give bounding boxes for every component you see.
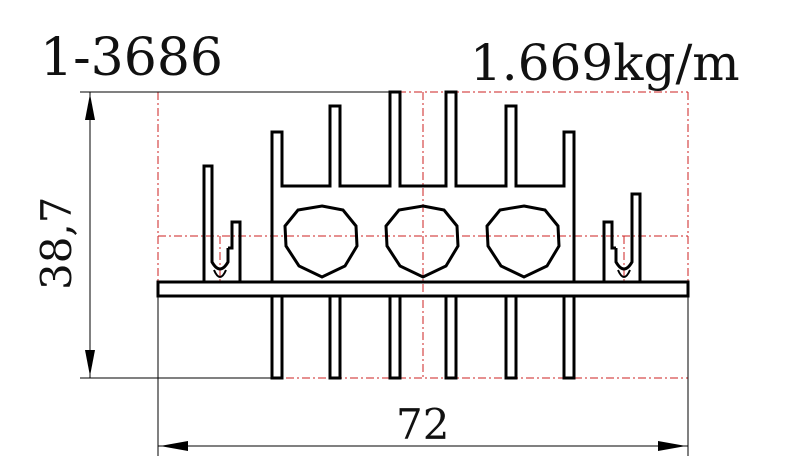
bottom-fin-2 [328,296,342,380]
left-screw-channel [213,269,227,278]
right-screw-channel [617,269,631,278]
centerlines [157,91,689,379]
hole-3 [485,204,561,279]
height-arrow-bottom [85,350,95,376]
weight-label: 1.669kg/m [470,34,740,92]
heatsink-profile [156,90,690,380]
bottom-fin-3 [388,296,402,380]
bottom-fin-6 [562,296,576,380]
left-tall-fin [202,164,230,282]
width-dimension-label: 72 [396,400,450,449]
hole-2 [384,204,460,279]
width-arrow-right [658,441,686,451]
left-short-fin [228,220,242,282]
right-tall-fin [614,192,642,282]
bottom-fin-4 [444,296,458,380]
part-number-label: 1-3686 [40,28,223,88]
base-plate [156,280,690,298]
bottom-fin-1 [270,296,284,380]
hole-1 [283,204,359,279]
height-dimension-label: 38,7 [32,196,81,290]
height-arrow-top [85,94,95,120]
right-short-fin [602,220,616,282]
width-arrow-left [160,441,188,451]
dimension-lines [80,91,689,456]
central-body [270,90,576,282]
bottom-fin-5 [504,296,518,380]
